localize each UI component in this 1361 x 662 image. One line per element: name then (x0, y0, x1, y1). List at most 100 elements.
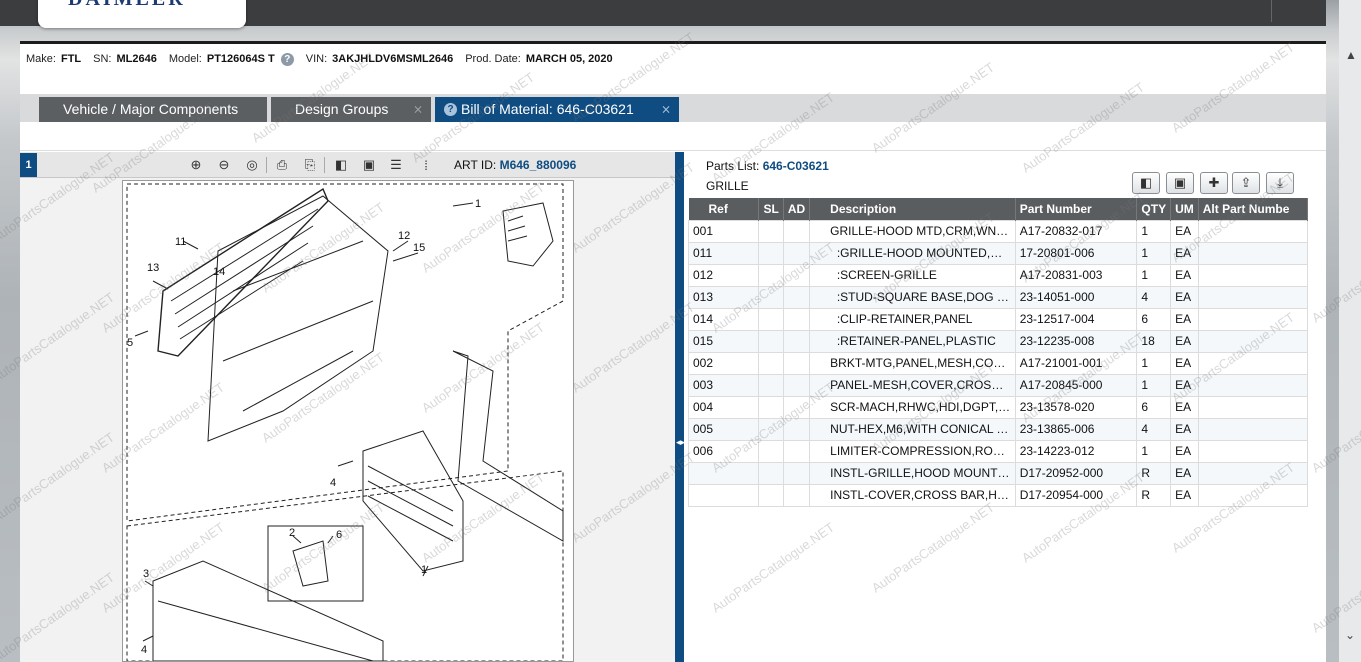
export-button[interactable]: ⇪ (1232, 172, 1260, 194)
cell-alt-part-number (1197, 373, 1309, 397)
hotspot-toggle-icon[interactable]: ⁞ (424, 157, 428, 173)
scroll-up-icon[interactable]: ▲ (1345, 48, 1357, 62)
art-id-value: M646_880096 (499, 158, 577, 172)
scroll-down-icon[interactable]: ⌄ (1345, 628, 1356, 642)
cell-qty: 1 (1136, 373, 1172, 397)
cell-sl (758, 219, 784, 243)
model-label: Model: (168, 53, 202, 65)
cell-um: EA (1170, 219, 1199, 243)
table-row[interactable]: 013 :STUD-SQUARE BASE,DOG P…23-14051-000… (687, 285, 1309, 309)
cell-qty: 1 (1136, 219, 1172, 243)
vin-value: 3AKJHLDV6MSML2646 (332, 53, 454, 65)
cell-ad (782, 461, 811, 485)
tab-vehicle-major-components[interactable]: Vehicle / Major Components (39, 97, 267, 122)
column-header-ad[interactable]: AD (783, 198, 811, 220)
zoom-in-icon[interactable]: ⊕ (190, 157, 202, 172)
cell-sl (758, 417, 784, 441)
model-help-icon[interactable]: ? (280, 52, 294, 66)
print-all-icon[interactable]: ⎘ (304, 157, 316, 172)
cell-ad (782, 373, 811, 397)
add-button[interactable]: ✚ (1200, 172, 1228, 194)
column-header-ref[interactable]: Ref (688, 198, 760, 220)
callout-label: 3 (143, 568, 149, 580)
parts-table: Ref SL AD Description Part Number QTY UM… (687, 198, 1309, 507)
callout-label: 14 (213, 266, 225, 278)
column-header-sl[interactable]: SL (758, 198, 784, 220)
image-view-icon[interactable]: ▣ (362, 157, 376, 172)
callout-label: 15 (413, 242, 425, 254)
cell-qty: R (1136, 483, 1172, 507)
callout-label: 6 (336, 529, 342, 541)
column-header-um[interactable]: UM (1170, 198, 1199, 220)
plus-icon: ✚ (1208, 175, 1220, 190)
cell-ref: 012 (687, 263, 760, 287)
list-view-icon[interactable]: ☰ (390, 157, 402, 172)
close-tab-icon[interactable]: ⨯ (660, 102, 671, 116)
split-view-button[interactable]: ◧ (1132, 172, 1160, 194)
cell-ref (687, 461, 760, 485)
cell-um: EA (1170, 395, 1199, 419)
page-number[interactable]: 1 (20, 153, 37, 177)
zoom-fit-icon[interactable]: ◎ (246, 157, 258, 172)
parts-list-title: Parts List: 646-C03621 (706, 159, 829, 173)
cell-ref: 006 (687, 439, 760, 463)
callout-label: 1 (475, 198, 481, 210)
cell-ref: 015 (687, 329, 760, 353)
cell-description: NUT-HEX,M6,WITH CONICAL W… (809, 417, 1016, 441)
column-header-description[interactable]: Description (809, 198, 1016, 220)
table-row[interactable]: 011 :GRILLE-HOOD MOUNTED,CH…17-20801-006… (687, 241, 1309, 265)
cell-um: EA (1170, 351, 1199, 375)
panel-splitter[interactable]: ◂▸ (675, 152, 686, 662)
column-header-qty[interactable]: QTY (1136, 198, 1172, 220)
toolbar-divider (266, 157, 267, 173)
cell-description: INSTL-COVER,CROSS BAR,HO… (809, 483, 1016, 507)
cell-um: EA (1170, 285, 1199, 309)
cell-qty: 6 (1136, 307, 1172, 331)
image-view-button[interactable]: ▣ (1166, 172, 1194, 194)
cell-alt-part-number (1197, 417, 1309, 441)
cell-qty: R (1136, 461, 1172, 485)
cell-qty: 4 (1136, 417, 1172, 441)
column-header-alt-part-number[interactable]: Alt Part Numbe (1198, 198, 1309, 220)
parts-illustration[interactable]: 1 12 15 11 13 14 5 4 2 6 3 4 1 (122, 180, 574, 662)
help-icon: ? (444, 103, 457, 116)
cell-ad (782, 395, 811, 419)
split-view-icon: ◧ (1139, 175, 1153, 190)
tab-design-groups[interactable]: Design Groups ⨯ (271, 97, 431, 122)
print-icon[interactable]: ⎙ (276, 157, 288, 172)
cell-description: INSTL-GRILLE,HOOD MOUNTED (809, 461, 1016, 485)
page-scrollbar[interactable] (1339, 0, 1361, 662)
column-header-part-number[interactable]: Part Number (1015, 198, 1138, 220)
cell-description: :RETAINER-PANEL,PLASTIC (809, 329, 1016, 353)
cell-part-number: D17-20954-000 (1014, 483, 1138, 507)
sn-value: ML2646 (116, 53, 157, 65)
cell-ref: 014 (687, 307, 760, 331)
close-tab-icon[interactable]: ⨯ (412, 102, 423, 116)
zoom-out-icon[interactable]: ⊖ (218, 157, 230, 172)
cell-qty: 4 (1136, 285, 1172, 309)
cell-sl (758, 263, 784, 287)
tab-bill-of-material[interactable]: ? Bill of Material: 646-C03621 ⨯ (435, 97, 679, 122)
download-button[interactable]: ⤓ (1266, 172, 1294, 194)
cell-um: EA (1170, 329, 1199, 353)
cell-ref: 002 (687, 351, 760, 375)
toolbar-divider (324, 157, 325, 173)
callout-label: 2 (289, 527, 295, 539)
parts-list-panel: Parts List: 646-C03621 GRILLE ◧ ▣ ✚ ⇪ ⤓ … (684, 152, 1326, 662)
splitter-arrows-icon[interactable]: ◂▸ (676, 437, 686, 447)
cell-sl (758, 483, 784, 507)
split-view-icon[interactable]: ◧ (334, 157, 348, 172)
app-top-border (20, 41, 1326, 44)
cell-sl (758, 439, 784, 463)
